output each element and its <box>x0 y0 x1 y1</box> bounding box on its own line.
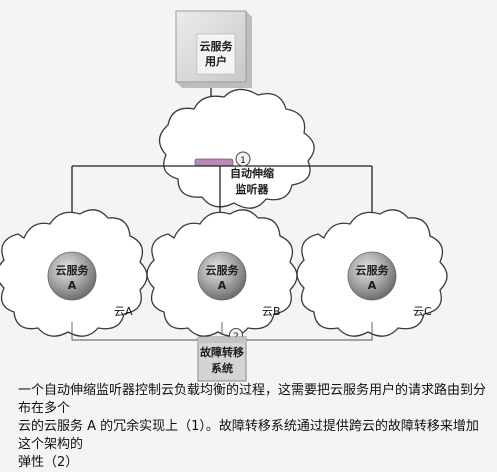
cloud-a-service-orb <box>47 251 97 301</box>
cloud-b-service-line1: 云服务 <box>206 263 240 277</box>
cloud-c-service-line2: A <box>368 279 377 292</box>
caption-line-2: 云的云服务 A 的冗余实现上（1）。故障转移系统通过提供跨云的故障转移来增加这个… <box>18 419 479 452</box>
callout-1: 1 <box>235 151 251 167</box>
failover-line1: 故障转移 <box>200 345 244 359</box>
user-box-line1: 云服务 <box>200 39 234 53</box>
failover-connectors <box>71 322 373 341</box>
auto-scaling-line1: 自动伸缩 <box>230 166 274 180</box>
cloud-b: 云服务 A 云B <box>146 209 298 337</box>
cloud-a: 云服务 A 云A <box>0 209 148 337</box>
caption-line-1: 一个自动伸缩监听器控制云负载均衡的过程，这需要把云服务用户的请求路由到分布在多个 <box>18 383 487 416</box>
figure-caption: 一个自动伸缩监听器控制云负载均衡的过程，这需要把云服务用户的请求路由到分布在多个… <box>18 382 488 472</box>
cloud-a-service-line1: 云服务 <box>56 263 90 277</box>
cloud-c-service-orb <box>347 251 397 301</box>
load-balancer-bar <box>194 158 234 167</box>
cloud-b-service-orb <box>197 251 247 301</box>
architecture-diagram: 云服务 用户 自动伸缩 监听器 1 云服务 A 云A 云服务 A 云B <box>0 10 448 382</box>
failover-line2: 系统 <box>211 361 233 375</box>
caption-line-3: 弹性（2） <box>18 455 79 470</box>
cloud-c-service-line1: 云服务 <box>356 263 390 277</box>
cloud-b-label: 云B <box>262 305 281 318</box>
auto-scaling-line2: 监听器 <box>236 182 270 196</box>
cloud-service-user-box: 云服务 用户 <box>175 10 252 88</box>
cloud-a-label: 云A <box>114 305 133 318</box>
auto-scaling-cloud: 自动伸缩 监听器 <box>158 88 315 209</box>
cloud-b-service-line2: A <box>218 279 227 292</box>
failover-system-box: 故障转移 系统 <box>197 336 247 382</box>
cloud-c: 云服务 A 云C <box>296 209 448 337</box>
cloud-c-label: 云C <box>413 305 432 318</box>
cloud-a-service-line2: A <box>68 279 77 292</box>
user-box-line2: 用户 <box>205 54 227 68</box>
svg-text:1: 1 <box>240 156 246 166</box>
